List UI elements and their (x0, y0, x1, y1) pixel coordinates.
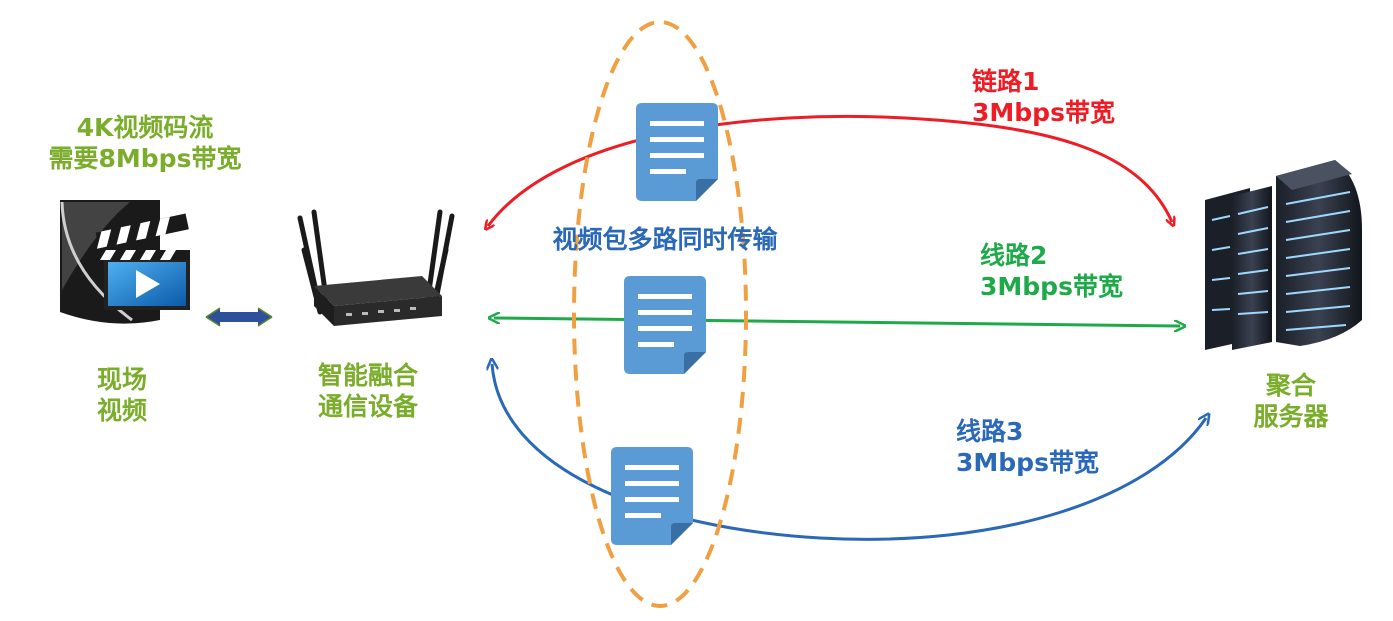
connection-arrow (205, 307, 273, 327)
center-caption: 视频包多路同时传输 (552, 225, 778, 254)
link3-label: 线路3 3Mbps带宽 (956, 416, 1099, 478)
packet-icon (636, 103, 718, 201)
link2-name: 线路2 (980, 241, 1048, 270)
link1-arrow (488, 114, 1172, 226)
packet-icon (624, 276, 706, 374)
packet-group-ellipse (572, 20, 748, 608)
server-name-label: 聚合 服务器 (1236, 370, 1346, 432)
source-name-label: 现场 视频 (72, 364, 172, 426)
server-rack-icon (1205, 160, 1362, 350)
link2-label: 线路2 3Mbps带宽 (980, 240, 1123, 302)
link1-bandwidth: 3Mbps带宽 (972, 98, 1115, 127)
source-name-line1: 现场 (96, 365, 147, 394)
source-name-line2: 视频 (96, 396, 147, 425)
link3-name: 线路3 (956, 417, 1024, 446)
source-bandwidth-label: 4K视频码流 需要8Mbps带宽 (40, 112, 250, 174)
device-name-line1: 智能融合 (317, 361, 418, 390)
link3-arrow (492, 364, 1206, 541)
device-name-label: 智能融合 通信设备 (298, 360, 438, 422)
server-name-line1: 聚合 (1265, 371, 1316, 400)
link3-bandwidth: 3Mbps带宽 (956, 448, 1099, 477)
server-name-line2: 服务器 (1253, 402, 1329, 431)
link1-label: 链路1 3Mbps带宽 (972, 66, 1115, 128)
packet-icon (611, 447, 693, 545)
link1-name: 链路1 (972, 67, 1040, 96)
link2-arrow (494, 318, 1180, 326)
router-icon (297, 209, 455, 326)
link2-bandwidth: 3Mbps带宽 (980, 272, 1123, 301)
source-title-line2: 需要8Mbps带宽 (48, 144, 242, 173)
video-clapper-icon (60, 200, 190, 324)
device-name-line2: 通信设备 (317, 392, 418, 421)
source-title-line1: 4K视频码流 (76, 113, 214, 142)
